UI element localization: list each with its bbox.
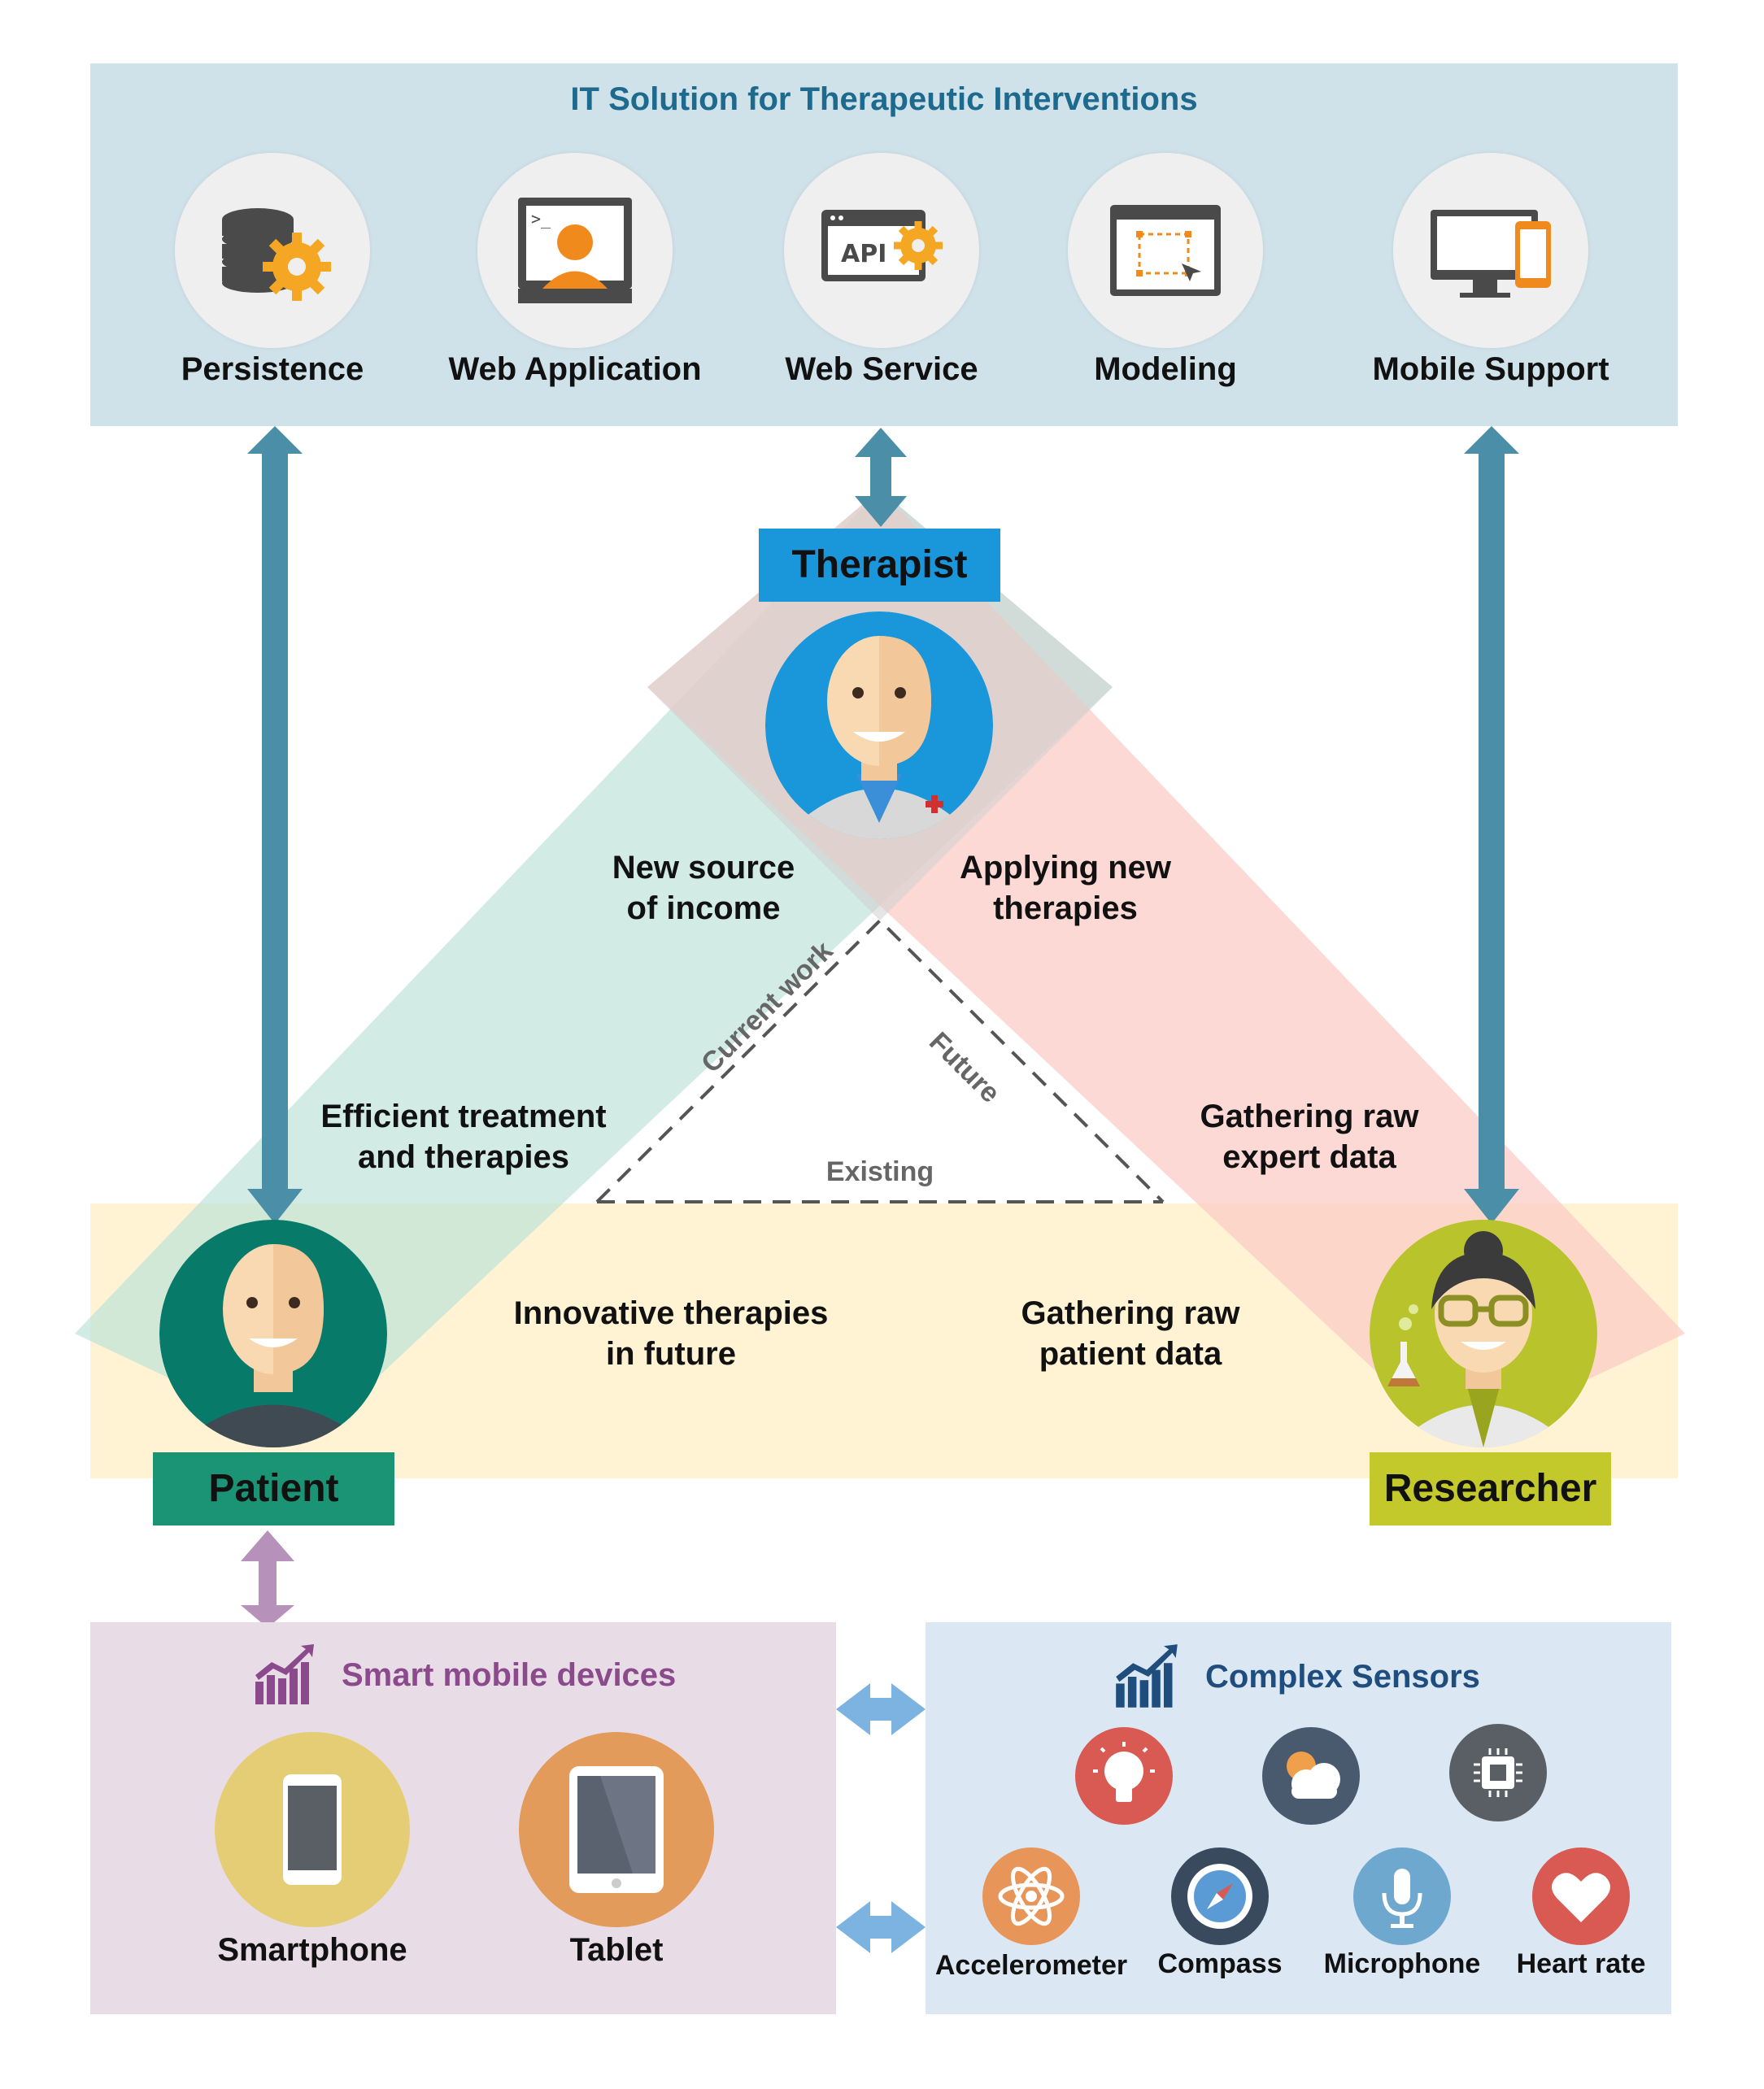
it-solution-title: IT Solution for Therapeutic Intervention… (570, 81, 1198, 117)
compass-label: Compass (1157, 1948, 1283, 1979)
relation-gathering-raw-expert-data: Gathering raw expert data (1171, 1096, 1448, 1177)
microphone-icon[interactable] (1353, 1847, 1451, 1945)
researcher-avatar (1370, 1220, 1597, 1447)
compass-icon[interactable] (1171, 1847, 1269, 1945)
svg-text:>_: >_ (531, 209, 551, 228)
heart-icon[interactable] (1532, 1847, 1630, 1945)
patient-label[interactable]: Patient (153, 1452, 394, 1525)
relation-line-2: in future (606, 1336, 736, 1372)
web-user-icon: >_ (518, 198, 632, 303)
relation-line-2: therapies (993, 890, 1138, 926)
therapist-it-arrow (855, 428, 907, 527)
mobile-support-circle[interactable] (1393, 153, 1588, 348)
api-gear-icon: API (821, 210, 943, 281)
heart-rate-label: Heart rate (1516, 1948, 1646, 1979)
smartphone-icon[interactable] (215, 1732, 410, 1927)
smart-devices-title: Smart mobile devices (342, 1657, 677, 1693)
microphone-label: Microphone (1323, 1948, 1481, 1979)
database-gear-icon (222, 208, 331, 301)
devices-sensors-arrow-bottom (836, 1901, 926, 1953)
chip-icon[interactable] (1449, 1724, 1547, 1821)
relation-line-2: and therapies (357, 1139, 570, 1175)
modeling-label: Modeling (1094, 351, 1237, 387)
relation-innovative-therapies: Innovative therapies in future (496, 1293, 846, 1374)
weather-cloud-icon[interactable] (1262, 1727, 1360, 1825)
desktop-phone-icon (1431, 210, 1551, 298)
trend-chart-icon (1113, 1643, 1181, 1711)
relation-line-1: Gathering raw (1200, 1099, 1419, 1134)
devices-sensors-arrow-top (836, 1683, 926, 1735)
relation-line-1: New source (612, 850, 795, 886)
modeling-circle[interactable] (1068, 153, 1263, 348)
relation-applying-new-therapies: Applying new therapies (927, 847, 1204, 929)
persistence-circle[interactable] (175, 153, 370, 348)
relation-new-source-of-income: New source of income (569, 847, 838, 929)
svg-text:API: API (841, 240, 886, 268)
modeling-window-icon (1110, 205, 1221, 296)
relation-line-2: of income (626, 890, 781, 926)
triangle-dashed-sides (595, 918, 1165, 1203)
trend-chart-icon (252, 1643, 317, 1708)
patient-it-arrow (247, 426, 303, 1224)
web-service-label: Web Service (785, 351, 978, 387)
smartphone-label: Smartphone (217, 1932, 407, 1968)
patient-devices-arrow (241, 1530, 294, 1628)
atom-icon[interactable] (982, 1847, 1080, 1945)
researcher-it-arrow (1464, 426, 1519, 1224)
mobile-support-label: Mobile Support (1372, 351, 1609, 387)
relation-line-1: Innovative therapies (513, 1295, 829, 1331)
web-application-circle[interactable]: >_ (477, 153, 673, 348)
tablet-label: Tablet (569, 1932, 664, 1968)
tablet-icon[interactable] (519, 1732, 714, 1927)
researcher-label[interactable]: Researcher (1370, 1452, 1611, 1525)
accelerometer-label: Accelerometer (934, 1950, 1128, 1981)
relation-line-2: patient data (1039, 1336, 1222, 1372)
therapist-avatar (765, 611, 993, 839)
light-bulb-icon[interactable] (1075, 1727, 1173, 1825)
web-application-label: Web Application (448, 351, 702, 387)
triangle-existing-label: Existing (825, 1156, 934, 1187)
complex-sensors-title: Complex Sensors (1205, 1659, 1480, 1695)
relation-gathering-raw-patient-data: Gathering raw patient data (992, 1293, 1269, 1374)
relation-line-1: Efficient treatment (320, 1099, 607, 1134)
inner-triangle (597, 920, 1163, 1202)
relation-line-2: expert data (1222, 1139, 1396, 1175)
web-service-circle[interactable]: API (784, 153, 979, 348)
relation-line-1: Gathering raw (1021, 1295, 1240, 1331)
relation-line-1: Applying new (960, 850, 1171, 886)
therapist-label[interactable]: Therapist (759, 529, 1000, 602)
relation-efficient-treatment: Efficient treatment and therapies (293, 1096, 634, 1177)
persistence-label: Persistence (181, 351, 364, 387)
patient-avatar (159, 1220, 387, 1447)
